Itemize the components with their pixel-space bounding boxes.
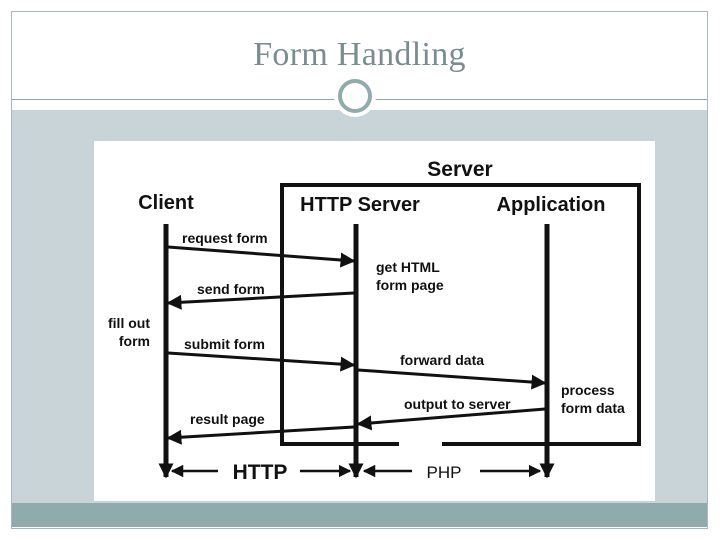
note-fill-out-line1: fill out	[108, 315, 150, 331]
label-forward-data: forward data	[400, 352, 484, 368]
label-output-to-server: output to server	[404, 396, 511, 412]
lane-label-http-server: HTTP Server	[300, 194, 420, 216]
label-request-form: request form	[182, 230, 268, 246]
arrow-forward-data	[357, 368, 547, 390]
arrow-result-page	[166, 425, 355, 445]
server-box	[280, 183, 641, 446]
label-submit-form: submit form	[184, 336, 265, 352]
note-fill-out-line2: form	[119, 333, 150, 349]
note-process-line1: process	[561, 382, 615, 398]
arrow-submit-form	[167, 351, 356, 372]
note-get-html-line2: form page	[376, 277, 444, 293]
ring-ornament-icon	[338, 79, 372, 113]
lane-label-application: Application	[497, 194, 606, 216]
http-label: HTTP	[233, 461, 288, 484]
sequence-diagram: Server Client HTTP Server Application re…	[108, 158, 641, 484]
diagram-panel: Server Client HTTP Server Application re…	[94, 141, 655, 501]
note-process-line2: form data	[561, 400, 625, 416]
lane-label-client: Client	[138, 192, 194, 214]
label-result-page: result page	[190, 411, 265, 427]
note-get-html-line1: get HTML	[376, 259, 440, 275]
php-label: PHP	[427, 463, 462, 482]
server-label: Server	[427, 158, 492, 181]
slide-title: Form Handling	[253, 36, 466, 73]
arrow-send-form	[166, 291, 355, 310]
arrow-request-form	[167, 245, 356, 268]
arrow-output-to-server	[356, 407, 546, 431]
footer-band	[12, 503, 707, 527]
label-send-form: send form	[197, 281, 265, 297]
